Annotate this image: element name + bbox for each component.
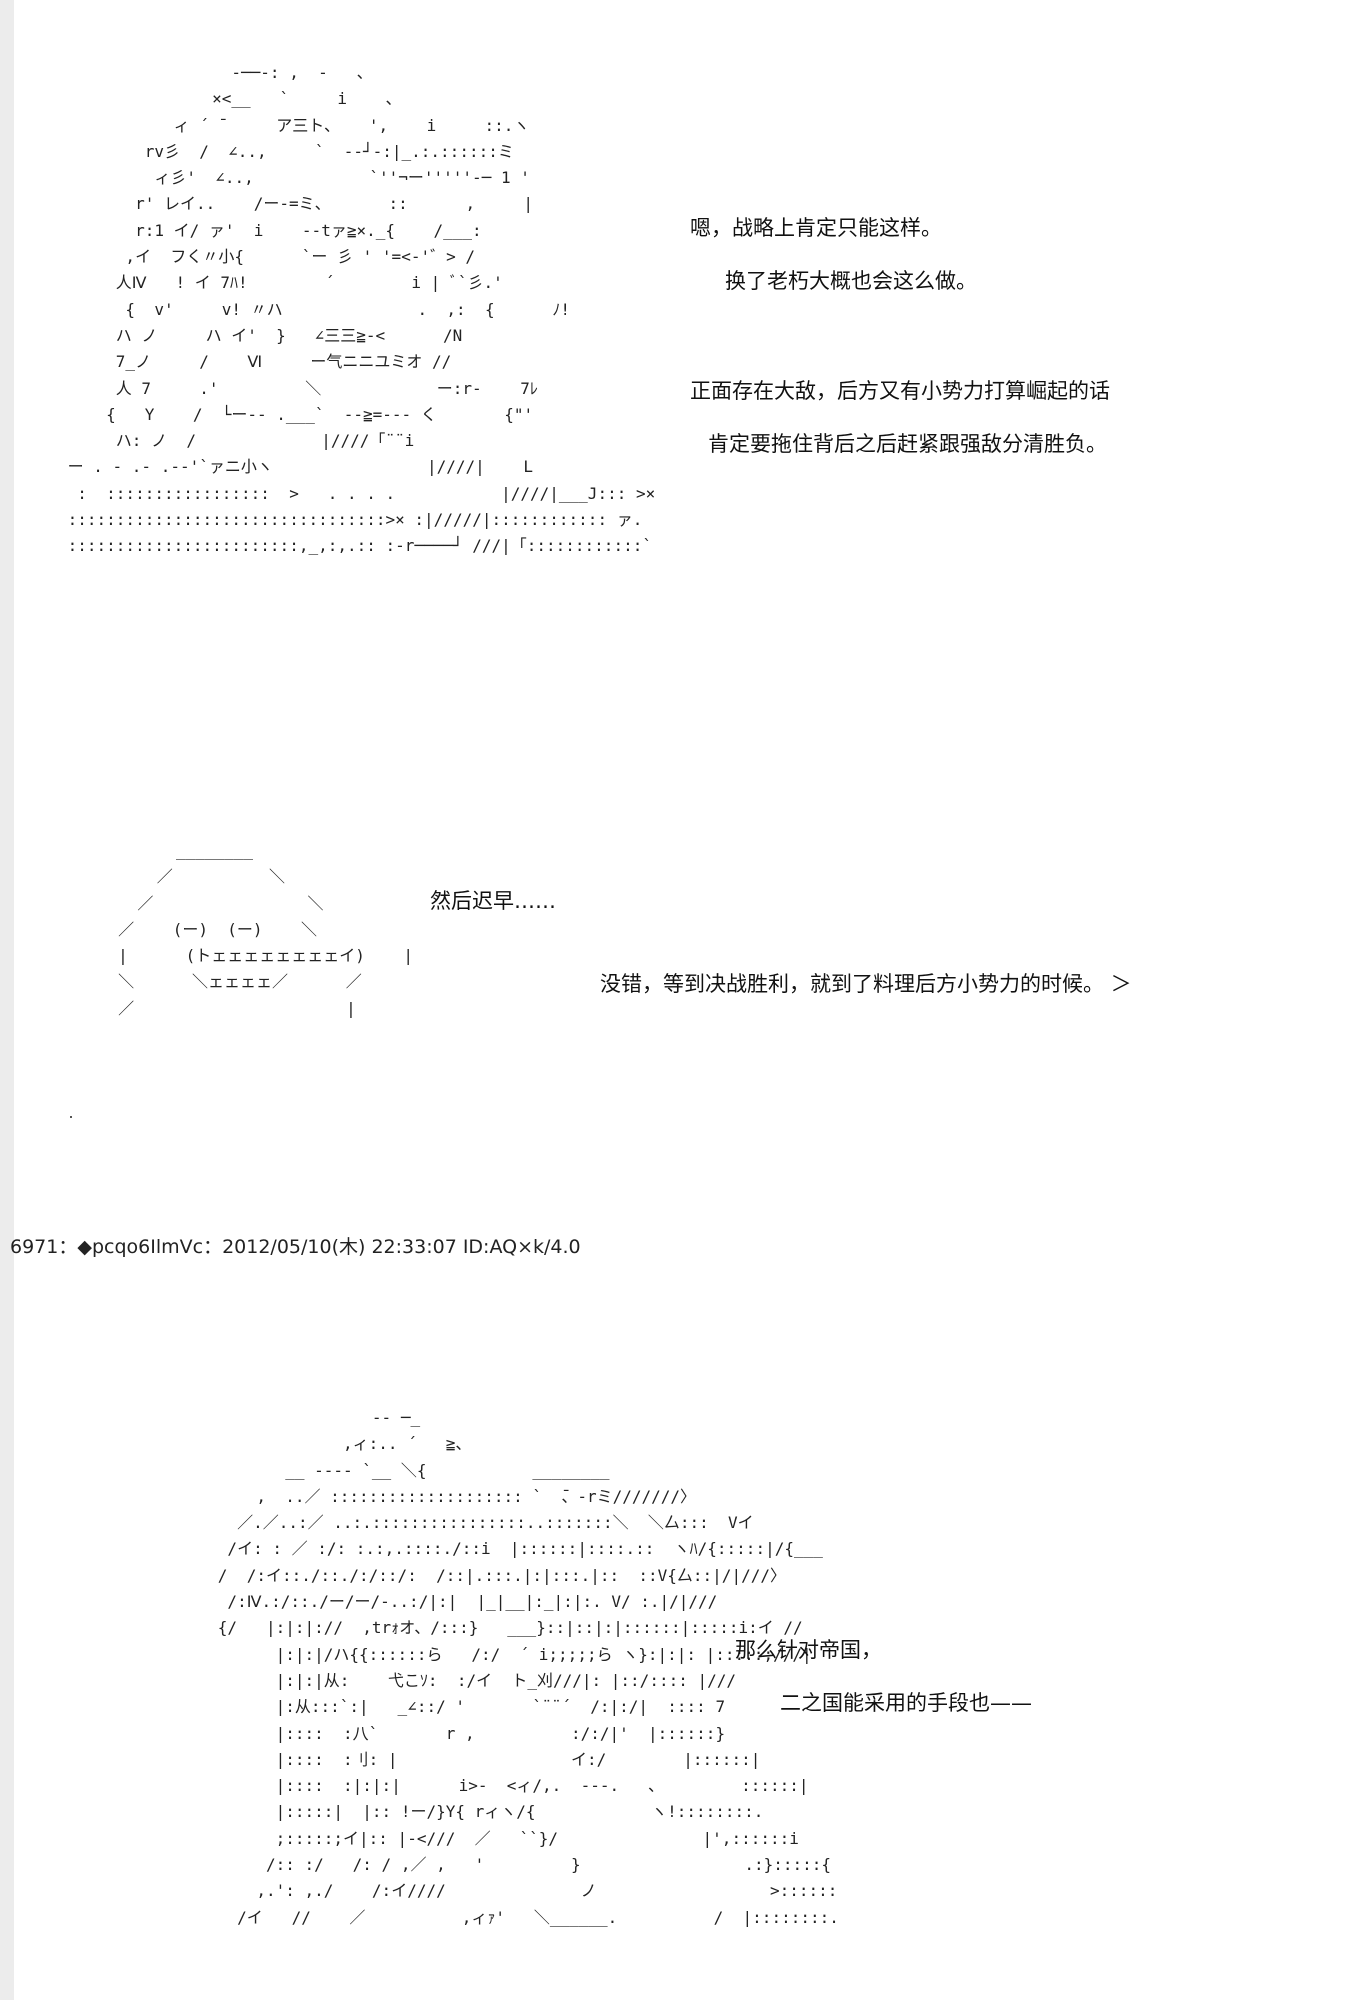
dialogue-line-2: 换了老朽大概也会这么做。 — [725, 269, 977, 293]
stray-dot — [70, 1116, 72, 1118]
ascii-art-figure-top: ‐──-: , - 、 ×<__ ` i 、 ィ ´ ̄ ア三ト、 ', i :… — [67, 63, 656, 556]
dialogue-line-5: 然后迟早…… — [430, 889, 556, 913]
dialogue-line-7: 那么针对帝国， — [735, 1638, 882, 1662]
ascii-art-figure-bottom: -- ─_ ,ィ:.. ´ ≧、 __ ---- `__ ＼{ ________… — [217, 1408, 839, 1927]
dialogue-line-8: 二之国能采用的手段也—— — [780, 1691, 1032, 1715]
left-margin-strip — [0, 0, 14, 2000]
dialogue-line-1: 嗯，战略上肯定只能这样。 — [690, 216, 942, 240]
dialogue-line-6: 没错，等到决战胜利，就到了料理后方小势力的时候。 ＞ — [600, 972, 1132, 996]
post-header: 6971：◆pcqo6IlmVc：2012/05/10(木) 22:33:07 … — [10, 1236, 581, 1258]
dialogue-line-4: 肯定要拖住背后之后赶紧跟强敌分清胜负。 — [708, 432, 1107, 456]
dialogue-line-3: 正面存在大敌，后方又有小势力打算崛起的话 — [690, 379, 1110, 403]
ascii-art-figure-middle: ________ ／ ＼ ／ ＼ ／ (ー) (ー) ＼ | (トェェェェェェェ… — [118, 841, 414, 1018]
